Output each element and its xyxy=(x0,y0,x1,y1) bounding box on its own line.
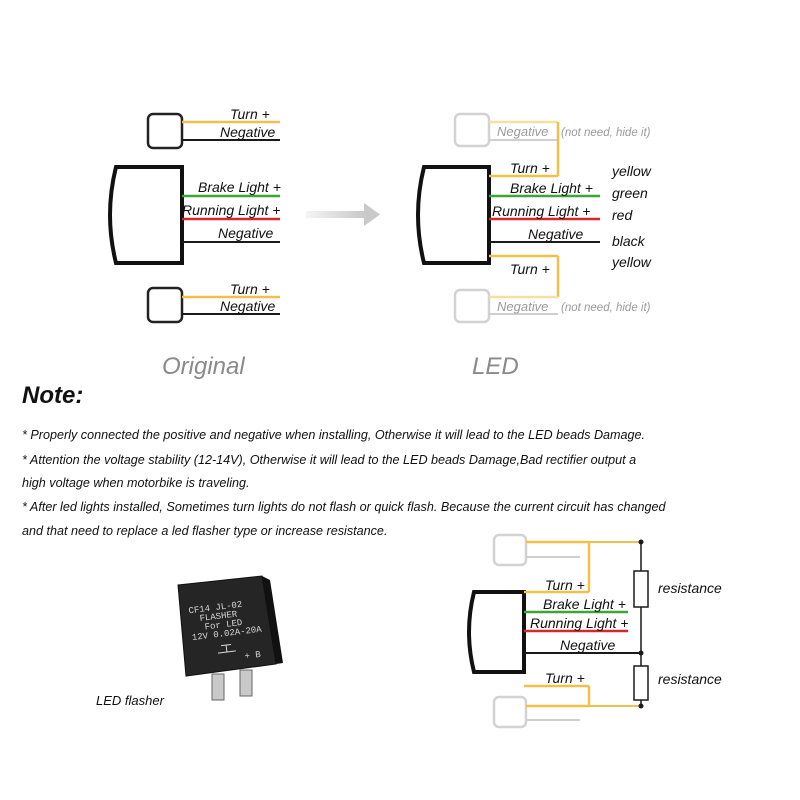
color-name-green: green xyxy=(612,185,648,201)
resistance-label: resistance xyxy=(658,580,722,596)
flasher-pin-icon xyxy=(239,669,253,697)
junction-dot-icon xyxy=(638,539,644,545)
note-line: * Properly connected the positive and ne… xyxy=(22,428,646,442)
wire-label-negative: Negative xyxy=(528,226,583,242)
wire-label-running: Running Light + xyxy=(530,615,628,631)
original-main-lamp: Brake Light + Running Light + Negative xyxy=(108,165,281,265)
flasher-side-icon xyxy=(262,576,283,664)
wire-label-negative: Negative xyxy=(220,298,275,314)
headlight-body-icon xyxy=(416,165,491,265)
not-needed-note: (not need, hide it) xyxy=(561,127,651,139)
flasher-ground-symbol-icon xyxy=(217,643,236,654)
junction-dot-icon xyxy=(638,650,644,656)
flasher-terminal-mark: + B xyxy=(244,650,262,662)
not-needed-note: (not need, hide it) xyxy=(561,302,651,314)
wire-label-negative-faded: Negative xyxy=(497,124,548,139)
color-name-yellow: yellow xyxy=(611,254,652,270)
caption-original: Original xyxy=(162,353,245,380)
junction-dot-icon xyxy=(638,703,644,709)
turn-lamp-body-icon xyxy=(146,286,184,324)
faded-lamp-icon xyxy=(492,695,528,729)
wire-label-negative: Negative xyxy=(560,637,615,653)
note-line: and that need to replace a led flasher t… xyxy=(22,524,388,538)
led-top-faded-lamp: Negative (not need, hide it) xyxy=(453,112,651,148)
note-line: high voltage when motorbike is traveling… xyxy=(22,476,250,490)
flasher-print-line: FLASHER xyxy=(199,609,238,624)
color-name-yellow: yellow xyxy=(611,163,652,179)
wire-label-turn: Turn + xyxy=(545,670,585,686)
color-name-red: red xyxy=(612,207,633,223)
resistor-icon xyxy=(633,570,649,608)
headlight-body-icon xyxy=(108,165,184,265)
color-name-black: black xyxy=(612,233,646,249)
resistor-icon xyxy=(633,665,649,701)
wire-label-turn: Turn + xyxy=(545,577,585,593)
resistance-label: resistance xyxy=(658,671,722,687)
turn-lamp-body-icon xyxy=(146,112,184,150)
note-line: * Attention the voltage stability (12-14… xyxy=(22,453,637,467)
wire-label-turn: Turn + xyxy=(510,261,550,277)
note-title: Note: xyxy=(22,382,84,409)
wire-label-turn: Turn + xyxy=(230,106,270,122)
wire-label-running: Running Light + xyxy=(492,203,590,219)
right-arrow-icon xyxy=(306,203,380,226)
wire-label-brake: Brake Light + xyxy=(543,596,626,612)
wire-label-brake: Brake Light + xyxy=(198,179,281,195)
wire-label-brake: Brake Light + xyxy=(510,180,593,196)
faded-lamp-icon xyxy=(453,112,491,148)
original-bottom-turn-lamp: Turn + Negative xyxy=(146,281,280,324)
led-bottom-faded-lamp: Negative (not need, hide it) xyxy=(453,288,651,324)
wire-label-negative-faded: Negative xyxy=(497,299,548,314)
faded-lamp-icon xyxy=(453,288,491,324)
wire-label-negative: Negative xyxy=(220,124,275,140)
note-line: * After led lights installed, Sometimes … xyxy=(22,500,666,514)
flasher-label: LED flasher xyxy=(96,693,165,708)
headlight-body-icon xyxy=(467,590,526,674)
wire-label-negative: Negative xyxy=(218,225,273,241)
led-flasher-illustration: CF14 JL-02 FLASHER For LED 12V 0.02A-20A… xyxy=(177,575,283,701)
wire-label-running: Running Light + xyxy=(182,202,280,218)
caption-led: LED xyxy=(472,353,519,380)
wire-label-turn: Turn + xyxy=(510,160,550,176)
faded-lamp-icon xyxy=(492,533,528,567)
original-top-turn-lamp: Turn + Negative xyxy=(146,106,280,150)
flasher-pin-icon xyxy=(211,673,225,701)
flasher-print-line: For LED xyxy=(204,618,243,633)
resistance-wiring-diagram: Turn + Brake Light + Running Light + Neg… xyxy=(467,533,722,729)
led-main-lamp: Turn + Brake Light + Running Light + Neg… xyxy=(416,122,652,297)
wire-label-turn: Turn + xyxy=(230,281,270,297)
